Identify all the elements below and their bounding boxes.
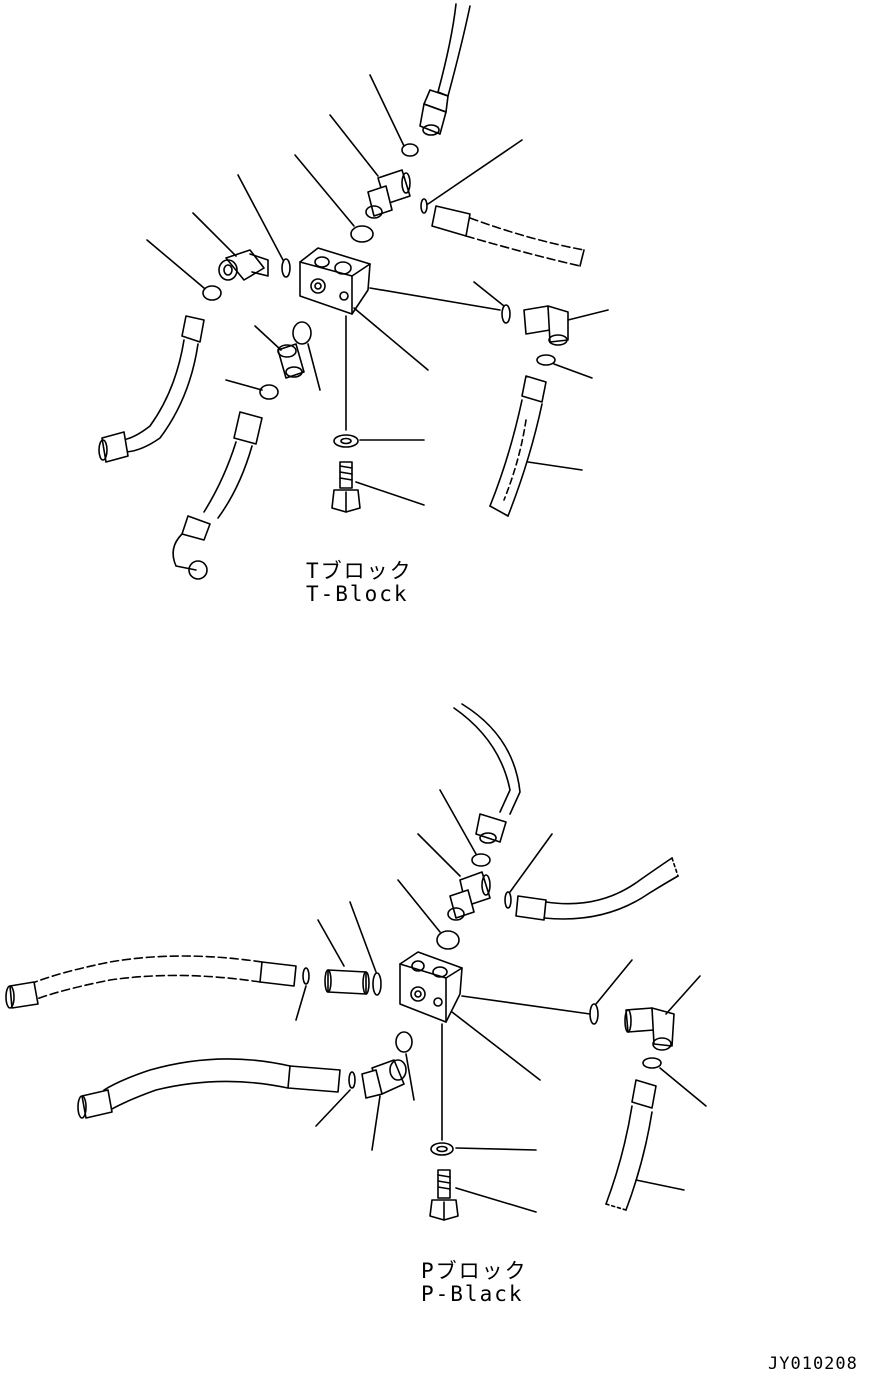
t-block-assembly <box>99 4 608 579</box>
t-washer <box>334 435 358 447</box>
p-right-top-hose <box>516 858 678 920</box>
p-oring-mid <box>437 931 459 949</box>
t-bolt <box>332 462 360 512</box>
t-leader-11 <box>474 282 504 306</box>
t-leader-10 <box>226 380 262 390</box>
p-tee-fitting <box>448 872 490 920</box>
t-leader-block <box>354 308 428 370</box>
p-leader-12 <box>666 976 700 1014</box>
t-tee-fitting <box>366 170 410 218</box>
p-oring-small-right <box>505 892 511 908</box>
p-leader-11 <box>596 960 632 1004</box>
p-oring-right <box>590 1004 598 1024</box>
t-block-label-jp: Tブロック <box>306 559 413 583</box>
p-oring-top <box>472 854 490 866</box>
t-right-top-hose <box>432 206 584 266</box>
p-oring-right-2 <box>643 1058 661 1068</box>
t-leader-2 <box>330 115 378 176</box>
t-top-hose <box>420 4 470 135</box>
p-leader-13 <box>660 1068 706 1106</box>
p-oring-lower-2 <box>349 1072 355 1088</box>
p-leader-9 <box>372 1096 380 1150</box>
p-right-elbow <box>625 1008 674 1050</box>
t-oring-lower <box>293 322 311 344</box>
t-leader-8 <box>255 326 281 350</box>
p-lower-elbow <box>362 1060 406 1098</box>
p-oring-left <box>373 973 381 995</box>
p-left-long-hose <box>6 956 296 1008</box>
t-oring-lower-2 <box>260 385 278 399</box>
p-leader-10 <box>316 1090 350 1126</box>
p-bolt <box>430 1170 458 1220</box>
t-oring-right <box>502 305 510 323</box>
t-right-elbow <box>524 306 568 345</box>
t-lower-adapter <box>278 344 304 378</box>
p-leader-2 <box>418 834 460 876</box>
p-leader-5 <box>318 920 344 966</box>
t-left-hose <box>99 316 204 462</box>
t-leader-4 <box>428 140 522 204</box>
t-leader-3 <box>295 155 354 226</box>
t-leader-5 <box>193 213 236 256</box>
p-washer <box>431 1143 453 1155</box>
t-leader-12 <box>568 310 608 320</box>
p-leader-14 <box>636 1180 684 1190</box>
t-right-hose <box>490 376 546 516</box>
p-leader-washer <box>456 1148 536 1150</box>
p-leader-4 <box>510 834 552 892</box>
t-block-label-en: T-Block <box>306 582 409 606</box>
t-lower-hose <box>173 412 262 579</box>
p-leader-block-right <box>462 996 590 1014</box>
p-block-body <box>400 952 462 1022</box>
t-oring-small-right <box>421 199 427 213</box>
p-leader-1 <box>440 790 476 854</box>
t-oring-left-2 <box>203 286 221 300</box>
p-top-hose <box>454 704 520 843</box>
t-leader-1 <box>370 75 404 146</box>
t-oring-top <box>402 144 418 156</box>
p-leader-3 <box>398 880 440 932</box>
t-leader-block-right <box>370 288 500 310</box>
t-oring-mid <box>351 226 373 242</box>
t-leader-14 <box>528 462 582 470</box>
p-block-label-jp: Pブロック <box>421 1259 528 1283</box>
p-right-hose <box>606 1080 656 1210</box>
t-oring-left <box>282 259 290 277</box>
t-leader-bolt <box>356 482 424 505</box>
p-leader-block <box>452 1012 540 1080</box>
p-left-adapter <box>325 970 369 994</box>
p-oring-lower <box>396 1032 412 1052</box>
p-leader-8 <box>406 1054 414 1100</box>
t-leader-9 <box>308 344 320 390</box>
p-block-label-en: P-Black <box>421 1282 524 1306</box>
p-block-assembly <box>6 704 706 1220</box>
p-leader-7 <box>296 986 306 1020</box>
p-leader-6 <box>350 902 376 972</box>
p-leader-bolt <box>456 1188 536 1212</box>
t-leader-13 <box>554 364 592 378</box>
drawing-code: JY010208 <box>768 1354 858 1374</box>
t-oring-right-2 <box>537 355 555 365</box>
t-leader-6 <box>238 175 283 260</box>
t-block-body <box>300 248 370 314</box>
p-lower-hose <box>78 1059 340 1118</box>
t-left-elbow <box>219 250 268 280</box>
p-oring-left-2 <box>303 968 309 984</box>
t-leader-7 <box>147 240 204 288</box>
